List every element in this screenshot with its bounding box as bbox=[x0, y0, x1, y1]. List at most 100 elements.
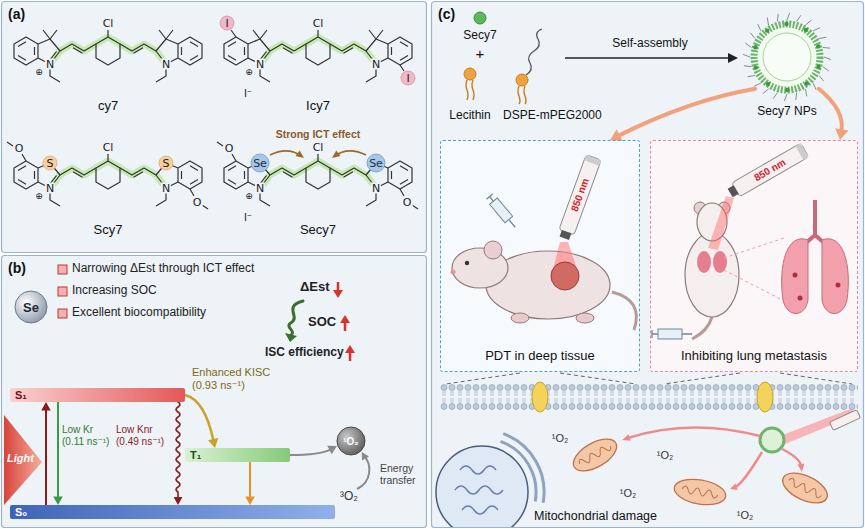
atom-label: ⊕ bbox=[34, 68, 44, 77]
atom-label: N bbox=[45, 59, 55, 70]
arrowhead bbox=[327, 446, 337, 455]
element-symbol: Se bbox=[23, 300, 39, 315]
nanoparticle-label: Secy7 NPs bbox=[742, 104, 832, 118]
text-label: ¹O₂ bbox=[552, 432, 569, 445]
atom-label: S bbox=[46, 158, 55, 169]
atom-label: I bbox=[224, 18, 229, 29]
atom-label: I bbox=[405, 73, 410, 84]
panel-label: (c) bbox=[438, 6, 455, 22]
atom-label: N bbox=[371, 59, 381, 70]
text-label: ¹O₂ bbox=[620, 487, 637, 500]
state-label: S₀ bbox=[10, 506, 27, 518]
connector-line bbox=[57, 402, 59, 498]
arrowhead bbox=[835, 128, 848, 140]
connector-line bbox=[618, 89, 756, 136]
connector-line bbox=[290, 449, 331, 455]
atom-label: Cl bbox=[102, 18, 115, 29]
energy-level: T₁ bbox=[185, 448, 290, 462]
atom-label: N bbox=[161, 183, 171, 194]
connector-line bbox=[45, 409, 47, 505]
atom-label: Cl bbox=[312, 142, 325, 153]
vesicle-shape bbox=[742, 12, 832, 102]
panel: (a) bbox=[2, 2, 426, 252]
text-label: + bbox=[476, 45, 485, 62]
atom-label: N bbox=[255, 59, 265, 70]
text-label: Increasing SOC bbox=[72, 284, 157, 298]
nanoparticle: Secy7 NPs bbox=[742, 12, 832, 102]
text-label: cy7 bbox=[98, 99, 118, 114]
text-label: ¹O₂ bbox=[737, 509, 754, 522]
energy-level: S₀ bbox=[10, 505, 335, 519]
arrowhead bbox=[174, 497, 183, 505]
text-label: ³O₂ bbox=[340, 490, 358, 504]
atom-label: ⊕ bbox=[34, 192, 44, 201]
atom-label: I⁻ bbox=[243, 213, 253, 223]
atom-label: Se bbox=[252, 158, 268, 169]
text-label: ¹O₂ bbox=[657, 449, 674, 462]
atom-label: N bbox=[255, 183, 265, 194]
element-sphere: Se bbox=[14, 290, 48, 324]
text-label: Secy7 bbox=[463, 29, 496, 43]
atom-label: N bbox=[371, 183, 381, 194]
text-label: Icy7 bbox=[306, 99, 330, 114]
atom-label: O bbox=[192, 197, 203, 208]
transition-arrow bbox=[41, 402, 51, 505]
atom-label: N bbox=[161, 59, 171, 70]
text-label: Low Knr (0.49 ns⁻¹) bbox=[116, 424, 170, 447]
transition-arrow bbox=[53, 402, 63, 505]
atom-label: O bbox=[14, 143, 25, 154]
atom-label: ⊕ bbox=[244, 192, 254, 201]
panel: (c) Secy7 NPsPDT in deep tissueInhibiting… bbox=[432, 2, 863, 527]
atom-label: Se bbox=[368, 158, 384, 169]
text-label: DSPE-mPEG2000 bbox=[503, 109, 602, 123]
connector-line bbox=[819, 89, 842, 132]
text-label: Lecithin bbox=[449, 109, 490, 123]
text-label: Narrowing ΔEst through ICT effect bbox=[72, 262, 254, 276]
energy-illustration bbox=[4, 265, 369, 505]
box-caption: Inhibiting lung metastasis bbox=[681, 348, 827, 363]
delivery-arrow bbox=[819, 89, 849, 140]
delivery-arrow bbox=[610, 89, 755, 141]
atom-label: N bbox=[45, 183, 55, 194]
dashed-box: PDT in deep tissue bbox=[440, 140, 640, 372]
atom-label: ⊕ bbox=[244, 68, 254, 77]
connector-line bbox=[176, 402, 180, 499]
isc-arrow bbox=[185, 395, 218, 448]
state-label: S₁ bbox=[10, 389, 27, 401]
energy-transfer-arrow bbox=[290, 446, 337, 455]
arrowhead bbox=[208, 438, 218, 448]
panel-label: (a) bbox=[8, 6, 25, 22]
panel-label: (b) bbox=[8, 260, 26, 276]
panel: (b) SeS₁ T₁ S₀ ¹O₂ bbox=[2, 256, 426, 527]
text-label: Low Kr (0.11 ns⁻¹) bbox=[62, 424, 116, 447]
atom-label: O bbox=[402, 197, 413, 208]
atom-label: Cl bbox=[312, 18, 325, 29]
state-label: T₁ bbox=[185, 449, 201, 461]
text-label: Mitochondrial damage bbox=[534, 509, 657, 523]
arrowhead bbox=[53, 497, 63, 505]
text-label: ISC efficiency bbox=[265, 346, 344, 360]
molecule-structures bbox=[7, 16, 418, 209]
atom-label: Cl bbox=[102, 142, 115, 153]
text-label: ΔEst bbox=[300, 280, 330, 295]
connector-line bbox=[185, 395, 214, 441]
text-label: Excellent biocompatibility bbox=[72, 306, 206, 320]
transition-arrow bbox=[245, 462, 255, 505]
text-label: SOC bbox=[308, 315, 336, 330]
text-label: Self-assembly bbox=[612, 37, 687, 51]
nonradiative-arrow bbox=[174, 402, 183, 505]
text-label: Scy7 bbox=[94, 223, 123, 238]
text-label: Strong ICT effect bbox=[276, 128, 361, 140]
oxygen-sphere: ¹O₂ bbox=[336, 426, 366, 456]
text-label: Light bbox=[7, 452, 34, 465]
atom-label: I⁻ bbox=[243, 89, 253, 99]
text-label: Secy7 bbox=[300, 223, 336, 238]
oxygen-label: ¹O₂ bbox=[343, 436, 359, 447]
arrowhead bbox=[41, 402, 51, 410]
connector-line bbox=[249, 462, 251, 498]
text-label: Energy transfer bbox=[380, 462, 424, 486]
atom-label: S bbox=[162, 158, 171, 169]
panel-c-illustration bbox=[436, 12, 860, 527]
